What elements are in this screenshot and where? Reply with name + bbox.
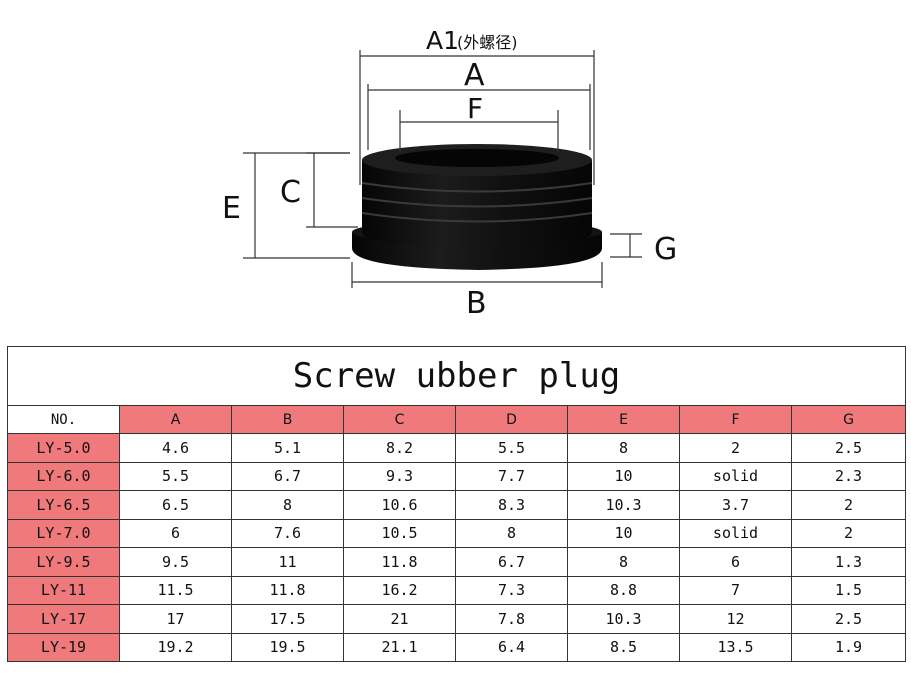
cell-d: 6.4 — [455, 632, 568, 662]
e-label: E — [222, 191, 241, 226]
model-cell: LY-6.0 — [7, 461, 120, 491]
table-row: LY-19 19.2 19.5 21.1 6.4 8.5 13.5 1.9 — [7, 632, 907, 662]
cell-d: 6.7 — [455, 547, 568, 577]
cell-d: 8 — [455, 518, 568, 548]
cell-d: 7.3 — [455, 575, 568, 605]
cell-g: 2 — [790, 490, 907, 520]
cell-f: 3.7 — [679, 490, 792, 520]
cell-a: 5.5 — [119, 461, 232, 491]
cell-c: 10.6 — [343, 490, 456, 520]
cell-c: 8.2 — [343, 433, 456, 463]
cell-c: 16.2 — [343, 575, 456, 605]
cell-b: 7.6 — [231, 518, 344, 548]
g-label: G — [654, 232, 677, 267]
table-title: Screw ubber plug — [6, 346, 907, 406]
cell-f: solid — [679, 518, 792, 548]
cell-b: 11 — [231, 547, 344, 577]
cell-g: 2 — [790, 518, 907, 548]
model-cell: LY-19 — [7, 632, 120, 662]
dimension-lines — [243, 50, 642, 288]
cell-f: 7 — [679, 575, 792, 605]
cell-f: solid — [679, 461, 792, 491]
cell-c: 10.5 — [343, 518, 456, 548]
cell-a: 4.6 — [119, 433, 232, 463]
cell-a: 17 — [119, 604, 232, 634]
cell-e: 10 — [567, 461, 680, 491]
cell-e: 8.8 — [567, 575, 680, 605]
cell-b: 17.5 — [231, 604, 344, 634]
cell-g: 2.5 — [790, 433, 907, 463]
plug-part-illustration — [352, 144, 602, 270]
table-row: LY-17 17 17.5 21 7.8 10.3 12 2.5 — [7, 604, 907, 634]
cell-e: 8 — [567, 433, 680, 463]
cell-f: 2 — [679, 433, 792, 463]
cell-b: 11.8 — [231, 575, 344, 605]
model-cell: LY-7.0 — [7, 518, 120, 548]
cell-g: 1.3 — [790, 547, 907, 577]
cell-d: 5.5 — [455, 433, 568, 463]
a1-label: A1 — [426, 26, 459, 55]
cell-e: 10.3 — [567, 490, 680, 520]
cell-f: 13.5 — [679, 632, 792, 662]
cell-a: 11.5 — [119, 575, 232, 605]
table-row: LY-7.0 6 7.6 10.5 8 10 solid 2 — [7, 518, 907, 548]
spec-table: Screw ubber plug NO. A B C D E F G LY-5.… — [6, 346, 907, 662]
cell-d: 7.7 — [455, 461, 568, 491]
table-row: LY-6.0 5.5 6.7 9.3 7.7 10 solid 2.3 — [7, 461, 907, 491]
cell-f: 12 — [679, 604, 792, 634]
model-cell: LY-11 — [7, 575, 120, 605]
c-label: C — [280, 175, 301, 210]
column-header-d: D — [455, 405, 568, 434]
table-header-row: NO. A B C D E F G — [7, 405, 907, 434]
table-row: LY-6.5 6.5 8 10.6 8.3 10.3 3.7 2 — [7, 490, 907, 520]
cell-g: 1.5 — [790, 575, 907, 605]
column-header-g: G — [790, 405, 907, 434]
table-row: LY-5.0 4.6 5.1 8.2 5.5 8 2 2.5 — [7, 433, 907, 463]
model-cell: LY-17 — [7, 604, 120, 634]
cell-g: 2.3 — [790, 461, 907, 491]
cell-a: 6.5 — [119, 490, 232, 520]
a1-note-label: (外螺径) — [457, 33, 518, 52]
column-header-c: C — [343, 405, 456, 434]
cell-b: 8 — [231, 490, 344, 520]
cell-e: 8 — [567, 547, 680, 577]
cell-f: 6 — [679, 547, 792, 577]
column-header-no: NO. — [7, 405, 120, 434]
cell-c: 11.8 — [343, 547, 456, 577]
f-label: F — [467, 92, 483, 125]
column-header-e: E — [567, 405, 680, 434]
column-header-f: F — [679, 405, 792, 434]
cell-d: 8.3 — [455, 490, 568, 520]
cell-d: 7.8 — [455, 604, 568, 634]
cell-a: 19.2 — [119, 632, 232, 662]
cell-e: 8.5 — [567, 632, 680, 662]
cell-c: 21 — [343, 604, 456, 634]
cell-b: 6.7 — [231, 461, 344, 491]
cell-b: 5.1 — [231, 433, 344, 463]
cell-e: 10.3 — [567, 604, 680, 634]
cell-g: 2.5 — [790, 604, 907, 634]
column-header-a: A — [119, 405, 232, 434]
model-cell: LY-6.5 — [7, 490, 120, 520]
cell-g: 1.9 — [790, 632, 907, 662]
a-label: A — [464, 58, 485, 93]
cell-a: 6 — [119, 518, 232, 548]
b-label: B — [466, 286, 487, 321]
cell-e: 10 — [567, 518, 680, 548]
cell-c: 9.3 — [343, 461, 456, 491]
dimension-diagram: A1 (外螺径) A F C E G B — [222, 26, 677, 321]
cell-b: 19.5 — [231, 632, 344, 662]
cell-a: 9.5 — [119, 547, 232, 577]
table-row: LY-9.5 9.5 11 11.8 6.7 8 6 1.3 — [7, 547, 907, 577]
model-cell: LY-5.0 — [7, 433, 120, 463]
model-cell: LY-9.5 — [7, 547, 120, 577]
column-header-b: B — [231, 405, 344, 434]
table-row: LY-11 11.5 11.8 16.2 7.3 8.8 7 1.5 — [7, 575, 907, 605]
cell-c: 21.1 — [343, 632, 456, 662]
